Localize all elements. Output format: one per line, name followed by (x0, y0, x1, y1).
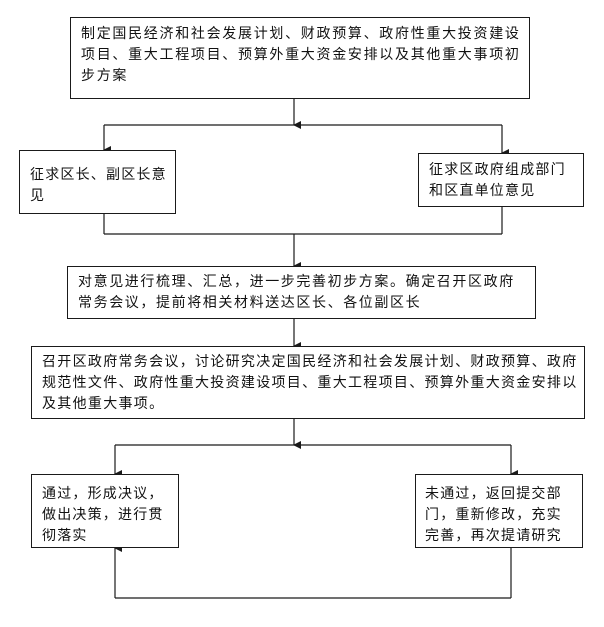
node-initial-plan: 制定国民经济和社会发展计划、财政预算、政府性重大投资建设项目、重大工程项目、预算… (70, 17, 530, 99)
node-review-opinions: 对意见进行梳理、汇总，进一步完善初步方案。确定召开区政府常务会议，提前将相关材料… (67, 266, 536, 319)
node-rejected: 未通过，返回提交部门，重新修改，充实完善，再次提请研究 (415, 474, 583, 548)
node-text: 通过，形成决议，做出决策，进行贯彻落实 (42, 486, 164, 544)
node-text: 征求区长、副区长意见 (30, 167, 167, 204)
node-text: 制定国民经济和社会发展计划、财政预算、政府性重大投资建设项目、重大工程项目、预算… (81, 26, 521, 84)
node-text: 召开区政府常务会议，讨论研究决定国民经济和社会发展计划、财政预算、政府规范性文件… (42, 354, 578, 412)
node-text: 未通过，返回提交部门，重新修改，充实完善，再次提请研究 (425, 486, 562, 544)
node-consult-departments: 征求区政府组成部门和区直单位意见 (418, 153, 584, 207)
node-text: 对意见进行梳理、汇总，进一步完善初步方案。确定召开区政府常务会议，提前将相关材料… (78, 274, 515, 311)
node-consult-leaders: 征求区长、副区长意见 (19, 150, 176, 214)
node-executive-meeting: 召开区政府常务会议，讨论研究决定国民经济和社会发展计划、财政预算、政府规范性文件… (31, 346, 585, 419)
node-approved: 通过，形成决议，做出决策，进行贯彻落实 (31, 474, 179, 548)
node-text: 征求区政府组成部门和区直单位意见 (429, 162, 566, 199)
